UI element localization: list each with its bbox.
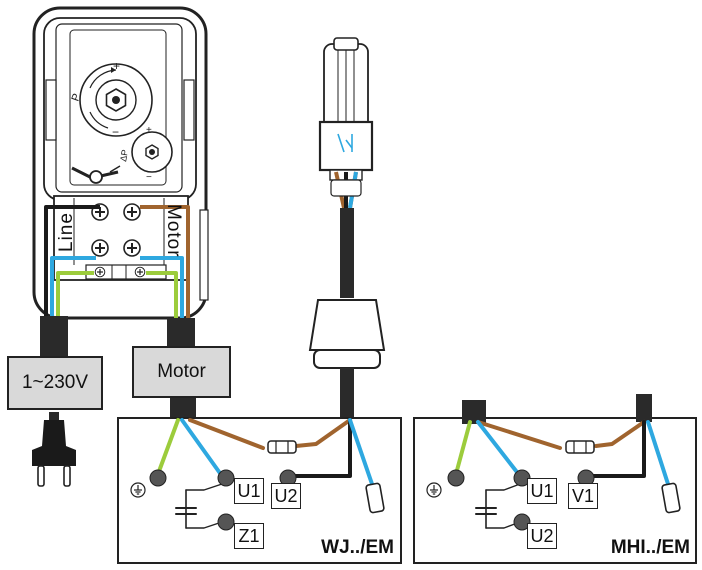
wiring-box-mhi-wires	[454, 420, 670, 529]
terminal-screw-icon	[123, 203, 141, 221]
cable-entry	[462, 400, 486, 424]
dial-plus-label: +	[113, 59, 120, 73]
terminal-label-u1: U1	[234, 478, 264, 504]
supply-cable	[40, 316, 68, 356]
terminal-icon	[149, 469, 167, 487]
terminal-label-u1: U1	[527, 478, 557, 504]
terminal-label-v1: V1	[568, 483, 598, 509]
wiring-box-title: WJ../EM	[321, 537, 394, 558]
differential-plus-label: +	[146, 125, 152, 136]
terminal-label-line: Line	[56, 212, 77, 252]
terminal-icon	[513, 513, 531, 531]
cable-entry	[636, 394, 652, 422]
terminal-icon	[217, 513, 235, 531]
wire-connector-icon	[565, 440, 595, 454]
dial-pressure-label: P	[70, 92, 84, 103]
switch-wiring	[44, 205, 190, 318]
terminal-icon	[447, 469, 465, 487]
float-switch	[308, 37, 386, 418]
wire-connector-icon	[267, 440, 297, 454]
terminal-label-u2: U2	[271, 483, 301, 509]
differential-minus-label: −	[146, 172, 152, 183]
supply-label: 1~230V	[7, 356, 103, 410]
motor-label: Motor	[132, 346, 231, 398]
terminal-screw-icon	[123, 239, 141, 257]
terminal-label-z1: Z1	[234, 523, 264, 549]
motor-cable	[167, 318, 195, 348]
terminal-screw-icon	[91, 239, 109, 257]
motor-cable-end	[170, 398, 196, 420]
pressure-switch	[32, 6, 209, 320]
dial-minus-label: −	[112, 125, 119, 139]
mains-plug-icon	[32, 420, 76, 487]
terminal-label-u2: U2	[527, 523, 557, 549]
wiring-box-wj-wires	[156, 418, 374, 529]
differential-label: ΔP	[118, 149, 130, 163]
wiring-box-title: MHI../EM	[610, 537, 690, 558]
ground-icon	[426, 482, 442, 498]
terminal-icon	[217, 469, 235, 487]
ground-icon	[130, 482, 146, 498]
terminal-label-motor: Motor	[163, 204, 184, 258]
